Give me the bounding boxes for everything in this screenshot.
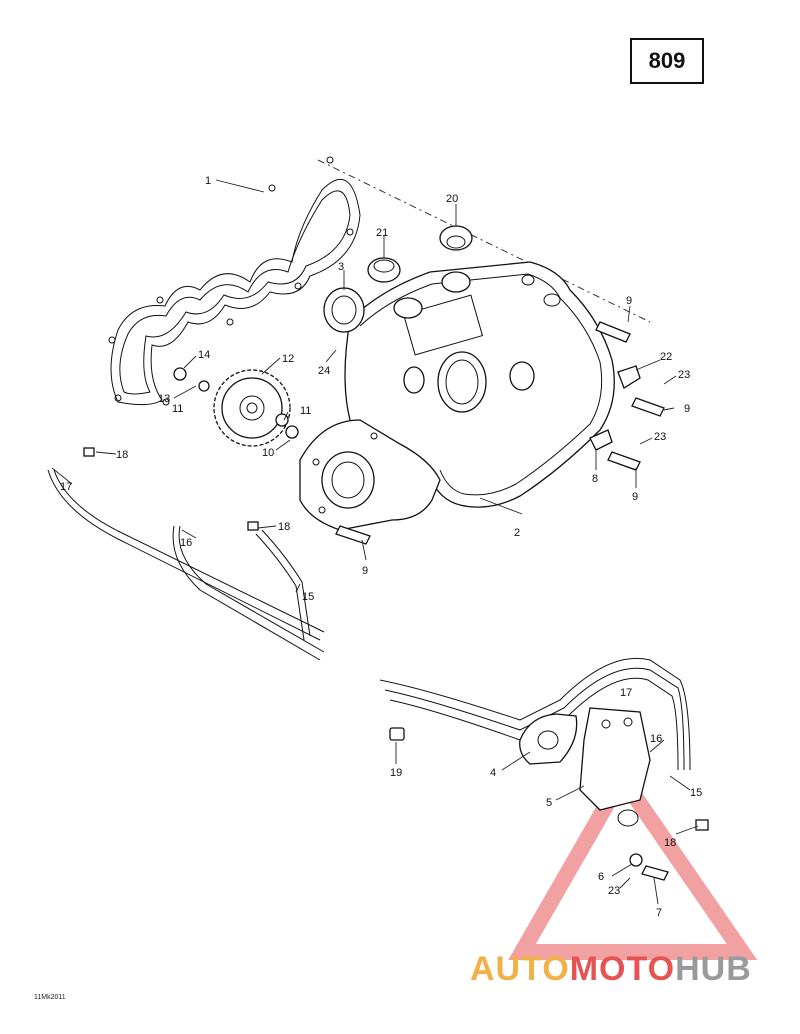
washer-part-10 <box>285 425 299 439</box>
callout-16a: 16 <box>180 537 192 549</box>
gasket-part-1 <box>108 156 361 406</box>
hose-part-16-upper <box>172 525 325 661</box>
callout-11a: 11 <box>172 403 183 415</box>
hose-bundle-lower <box>379 657 691 771</box>
bolt-part-9c <box>607 451 641 471</box>
gasket-part-4 <box>519 713 578 765</box>
callout-6: 6 <box>598 871 604 883</box>
callout-20: 20 <box>446 193 458 205</box>
callout-13: 13 <box>158 393 170 405</box>
callout-14: 14 <box>198 349 210 361</box>
nut-part-14 <box>173 367 187 381</box>
watermark-triangle <box>508 763 758 960</box>
callout-2: 2 <box>514 527 520 539</box>
callout-18a: 18 <box>116 449 128 461</box>
callout-9c: 9 <box>632 491 638 503</box>
callout-23c: 23 <box>608 885 620 897</box>
callout-8: 8 <box>592 473 598 485</box>
callout-24: 24 <box>318 365 330 377</box>
callout-1: 1 <box>205 175 211 187</box>
callout-15a: 15 <box>302 591 314 603</box>
bolt-part-7 <box>641 865 669 881</box>
hose-part-17-upper <box>47 469 325 641</box>
leader-lines <box>51 179 699 905</box>
housing-lower-flange <box>299 419 441 531</box>
callout-15b: 15 <box>690 787 702 799</box>
callout-19: 19 <box>390 767 402 779</box>
callout-4: 4 <box>490 767 496 779</box>
washer-part-6 <box>629 853 643 867</box>
callout-21: 21 <box>376 227 388 239</box>
callout-23b: 23 <box>654 431 666 443</box>
clamp-part-18a <box>83 447 95 457</box>
callout-7: 7 <box>656 907 662 919</box>
watermark-moto: MOTO <box>569 950 676 988</box>
plug-part-20 <box>439 225 473 251</box>
clip-part-8 <box>589 429 613 451</box>
callout-23a: 23 <box>678 369 690 381</box>
callout-12: 12 <box>282 353 294 365</box>
watermark-auto: AUTO <box>470 950 570 988</box>
callout-5: 5 <box>546 797 552 809</box>
oil-pump-part-5 <box>579 707 651 827</box>
callout-9b: 9 <box>684 403 690 415</box>
plug-part-21 <box>367 257 401 283</box>
bolt-part-9a <box>595 321 631 343</box>
watermark-text: AUTOMOTOHUB <box>470 950 752 989</box>
callout-17a: 17 <box>60 481 72 493</box>
callout-9d: 9 <box>362 565 368 577</box>
gear-part-12 <box>213 369 291 447</box>
callout-22: 22 <box>660 351 672 363</box>
seal-part-3 <box>323 287 365 333</box>
bolt-part-9d <box>335 525 371 545</box>
page-number: 809 <box>648 48 686 73</box>
callout-10: 10 <box>262 447 274 459</box>
callout-17b: 17 <box>620 687 632 699</box>
diagram-code: 11Mk2011 <box>34 994 66 1001</box>
fitting-part-19 <box>389 727 405 741</box>
bolt-part-9b <box>631 397 665 417</box>
watermark-hub: HUB <box>675 950 752 988</box>
clamp-part-18c <box>695 819 709 831</box>
callout-3: 3 <box>338 261 344 273</box>
callout-11b: 11 <box>300 405 311 417</box>
hose-part-15-upper <box>255 529 311 641</box>
callout-9a: 9 <box>626 295 632 307</box>
clamp-part-18b <box>247 521 259 531</box>
callout-18b: 18 <box>278 521 290 533</box>
page-number-box: 809 <box>630 38 704 84</box>
clip-part-22 <box>617 365 641 389</box>
washer-part-11a <box>198 380 210 392</box>
callout-16b: 16 <box>650 733 662 745</box>
callout-18c: 18 <box>664 837 676 849</box>
centerline <box>317 159 651 323</box>
